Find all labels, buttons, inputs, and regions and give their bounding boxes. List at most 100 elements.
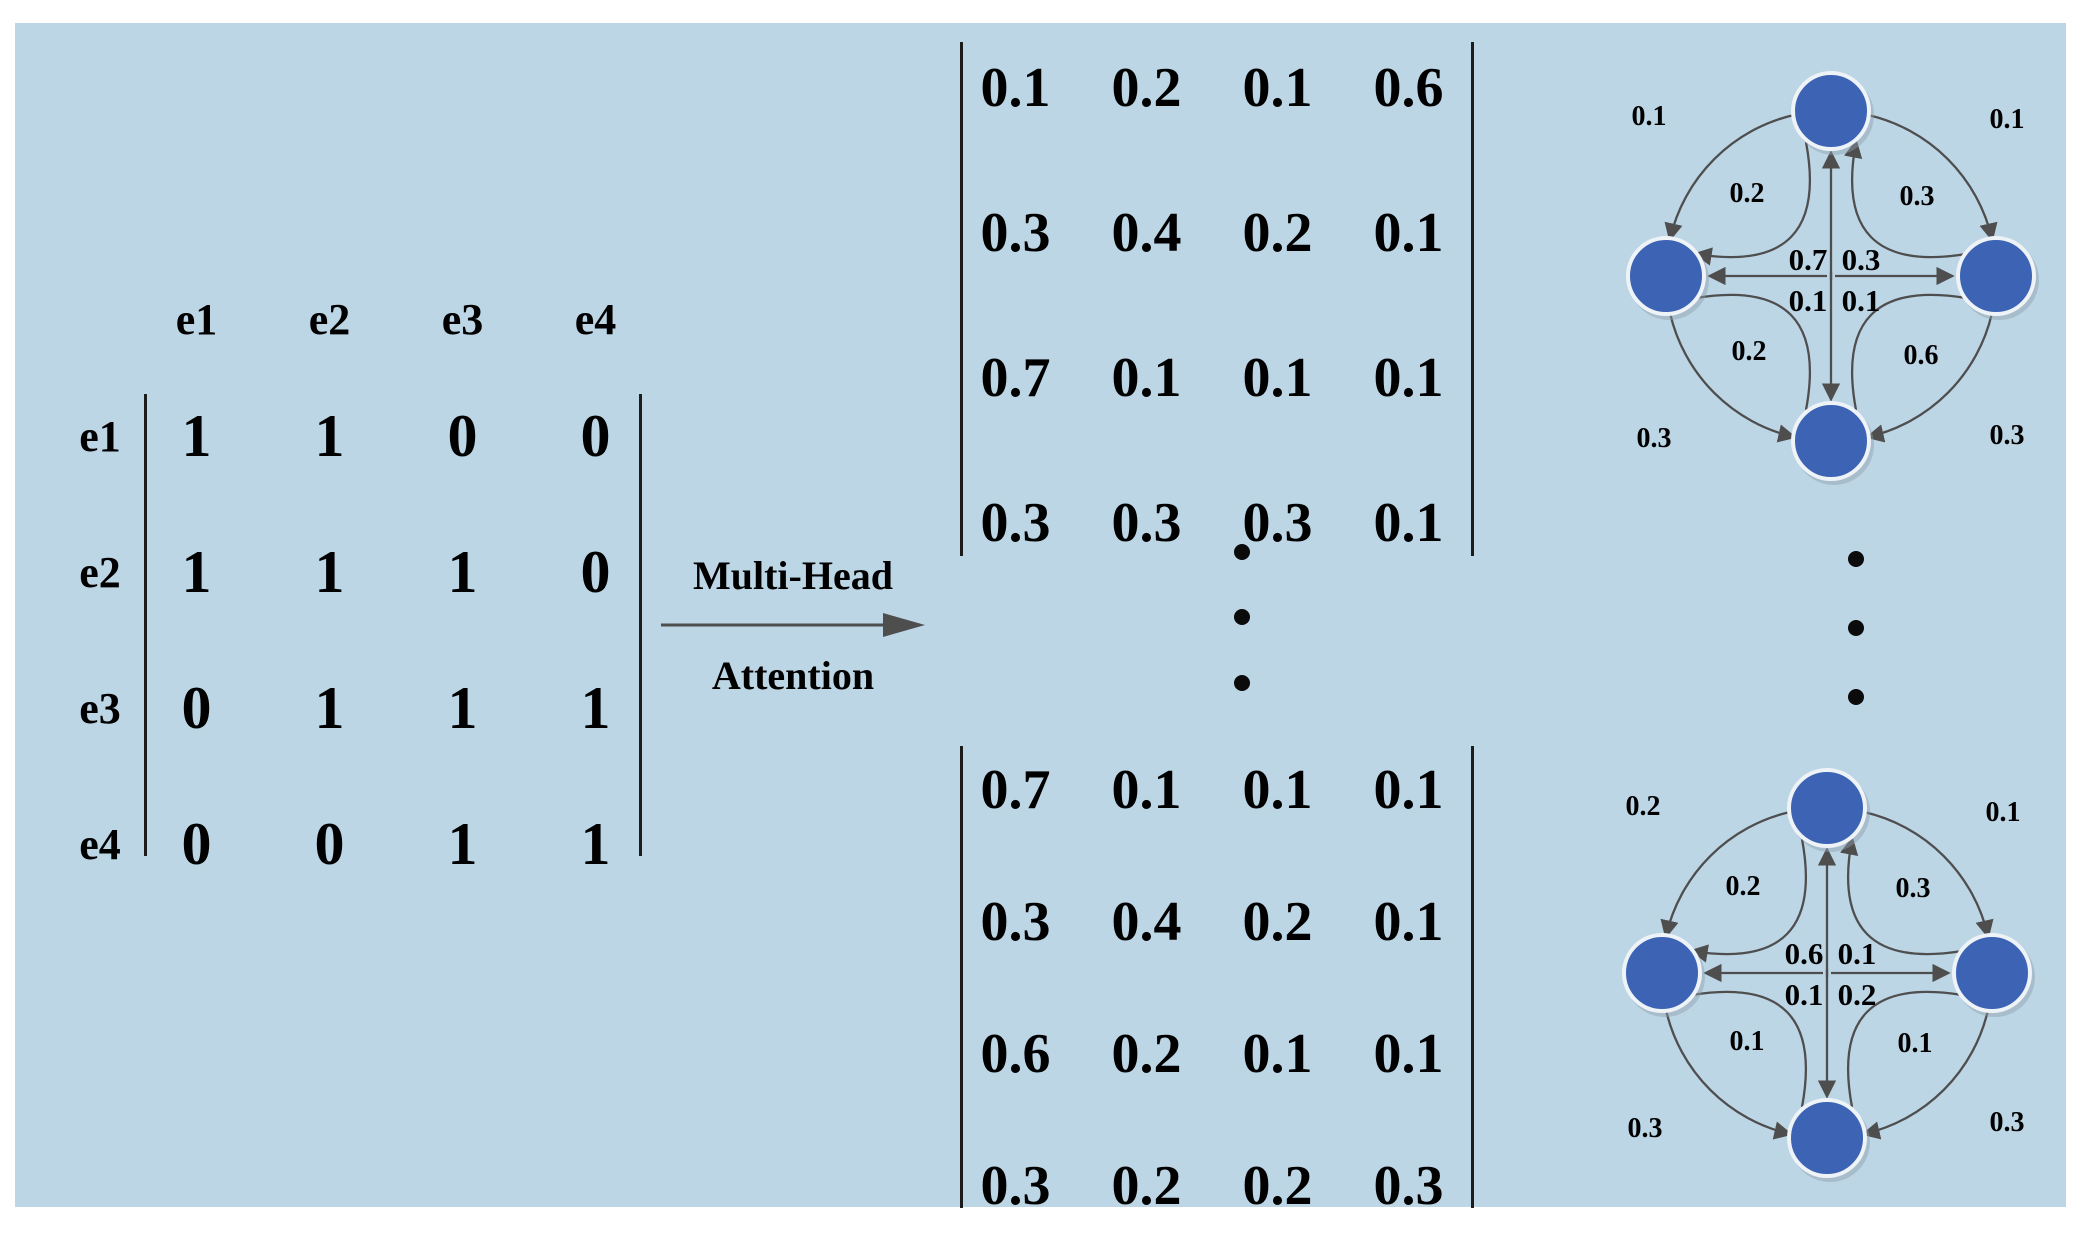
matrix-cell: e4 [574,294,617,344]
matrix-cell: 0.2 [1111,56,1182,119]
matrix-cell: 0.1 [1373,759,1444,821]
matrix-cell: 0.2 [1242,1155,1313,1217]
edge-top-to-right [1867,113,1998,242]
attention-graph-2: 0.2 0.1 0.2 0.3 0.6 0.1 0.1 0.2 0.1 0.1 … [1622,768,2035,1182]
multi-head-attention-arrow [661,613,925,637]
matrix-cell: 0.1 [1373,1023,1444,1085]
edge-weight-label: 0.7 [1789,242,1828,277]
edge-right-to-bottom [1861,1009,1990,1140]
matrix-cell: e2 [308,294,351,344]
edge-weight-label: 0.6 [1785,936,1824,971]
matrix-cell: e1 [79,411,121,461]
matrix-cell: 0.3 [980,201,1051,264]
ellipsis-dot [1848,689,1864,705]
graph-node-left [1626,236,1706,316]
graph-node-right [1952,933,2032,1013]
edge-inner-lower-right [1851,293,1967,411]
matrix-cell: 0 [314,810,345,877]
matrix-cell: e2 [79,547,121,597]
matrix-cell: 0.4 [1111,201,1182,264]
edge-left-to-bottom [1664,1009,1793,1140]
matrix-cell: 0 [181,810,212,877]
ellipsis-dot [1234,544,1250,560]
edge-weight-label: 0.2 [1732,336,1767,367]
matrix-cell: 1 [447,674,478,741]
matrix-cell: 1 [447,538,478,605]
matrix-cell: 0.1 [1242,1023,1313,1085]
matrix-cell: 1 [314,674,345,741]
matrix-cell: 0 [580,538,611,605]
matrix-cell: 0.1 [1242,759,1313,821]
figure-canvas: { "colors": { "panel_bg": "#BDD6E6", "no… [15,15,2066,1217]
edge-weight-label: 0.2 [1726,871,1761,902]
edge-inner-lower-right [1847,990,1963,1108]
matrix-cell: 0.1 [1242,346,1313,409]
ellipsis-dot [1848,620,1864,636]
edge-weight-label: 0.3 [1990,420,2025,451]
edge-weight-label: 0.6 [1904,340,1939,371]
diagram-background-panel [15,23,2066,1207]
matrix-cell: 0.1 [1111,346,1182,409]
edge-top-to-left [1664,113,1795,242]
matrix-cell: 0.1 [1111,759,1182,821]
edge-inner-lower-left [1695,293,1811,411]
matrix-cell: 0.4 [1111,891,1182,953]
edge-weight-label: 0.1 [1898,1028,1933,1059]
edge-weight-label: 0.1 [1789,283,1828,318]
ellipsis-dot [1234,675,1250,691]
graph-node-right [1956,236,2036,316]
attention-matrix-2-right-bar [1471,746,1474,1208]
graph-node-top [1787,768,1867,848]
matrix-cell: 0.3 [980,491,1051,554]
edge-weight-label: 0.2 [1730,178,1765,209]
graph-node-bottom [1791,401,1871,481]
matrix-cell: 0.1 [1373,346,1444,409]
matrix-cell: 0.6 [1373,56,1444,119]
edge-left-to-bottom [1668,312,1797,443]
edge-weight-label: 0.1 [1842,283,1881,318]
graph-node-bottom [1787,1098,1867,1178]
matrix-cell: 0.3 [980,891,1051,953]
edge-inner-upper-left [1689,838,1807,963]
adjacency-matrix-left-bar [144,394,147,856]
edge-weight-label: 0.2 [1626,791,1661,822]
attention-graph-1: 0.1 0.1 0.2 0.3 0.7 0.3 0.1 0.1 0.2 0.6 … [1626,71,2039,485]
transform-label-top: Multi-Head [693,552,893,598]
matrix-cell: 0.2 [1111,1023,1182,1085]
matrix-cell: 0.3 [980,1155,1051,1217]
edge-weight-label: 0.3 [1900,181,1935,212]
matrix-cell: 0.7 [980,759,1051,821]
matrix-cell: 1 [580,674,611,741]
matrix-cell: 0.1 [1373,891,1444,953]
matrix-cell: 0 [447,402,478,469]
matrix-cell: 0.3 [1111,491,1182,554]
edge-weight-label: 0.3 [1628,1113,1663,1144]
transform-label-bottom: Attention [711,652,875,698]
matrix-cell: 0.3 [1242,491,1313,554]
edge-inner-upper-right [1844,139,1967,259]
arrow-head-icon [883,613,925,637]
matrix-cell: 0.1 [1242,56,1313,119]
matrix-cell: 1 [314,538,345,605]
matrix-cell: 1 [447,810,478,877]
matrix-cell: 0.3 [1373,1155,1444,1217]
matrix-cell: 0.1 [1373,491,1444,554]
matrix-cell: 0.2 [1111,1155,1182,1217]
ellipsis-dot [1234,609,1250,625]
attention-matrix-2-left-bar [960,746,963,1208]
edge-weight-label: 0.1 [1986,797,2021,828]
matrix-cell: 0.2 [1242,891,1313,953]
edge-weight-label: 0.2 [1838,977,1877,1012]
matrix-cell: 0 [181,674,212,741]
edge-top-to-left [1660,810,1791,939]
matrix-cell: e3 [441,294,484,344]
attention-matrix-1-left-bar [960,42,963,556]
matrix-cell: 0 [580,402,611,469]
matrix-cell: 0.2 [1242,201,1313,264]
matrix-cell: 1 [181,538,212,605]
edge-weight-label: 0.3 [1896,873,1931,904]
